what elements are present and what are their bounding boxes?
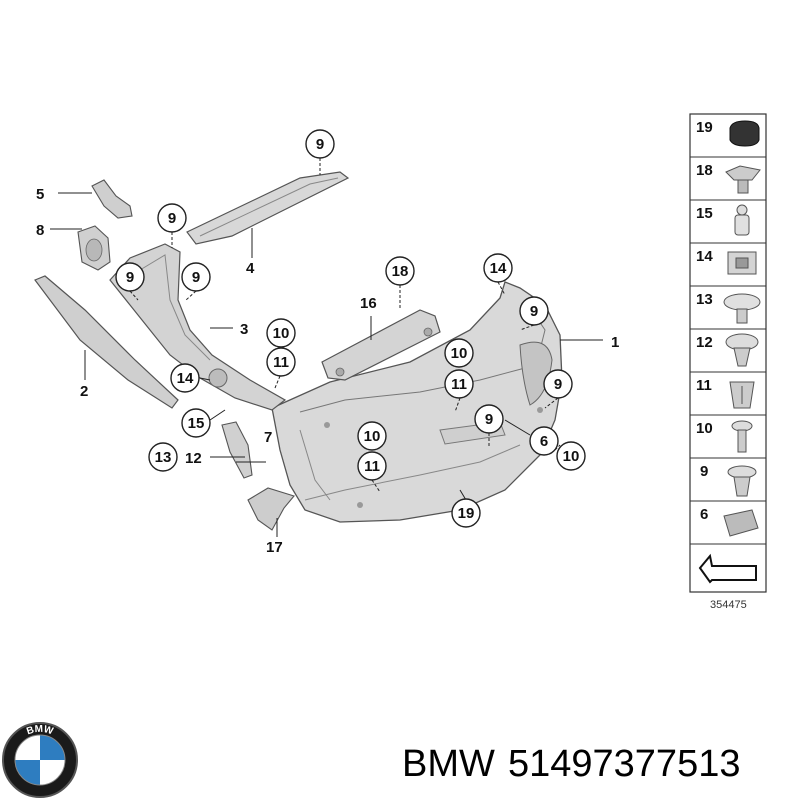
spring-nut-icon [727,251,757,275]
part-label-3: 3 [240,321,248,338]
logo-text: BMW [25,724,55,738]
callout-label: 9 [316,136,324,153]
legend-label-13: 13 [696,291,713,308]
push-clip-icon [727,465,757,497]
part-label-7: 7 [264,429,272,446]
callout-18: 18 [385,256,415,286]
rivet-icon [725,333,759,367]
callout-label: 14 [177,370,194,387]
callout-label: 9 [126,269,134,286]
callout-9-left: 9 [115,262,145,292]
callout-label: 9 [192,269,200,286]
clip-icon [725,165,761,194]
cover-cap-icon [723,509,759,537]
pin-icon [734,204,750,236]
bmw-logo: BMW [2,722,78,798]
mushroom-clip-icon [723,293,761,324]
callout-13: 13 [148,442,178,472]
brand-name: BMW [402,743,495,785]
leader-lines [50,158,603,537]
callout-label: 9 [530,303,538,320]
callout-label: 11 [451,376,467,393]
bracket-8 [77,225,111,271]
trim-piece-7 [221,421,253,479]
callout-11-center: 11 [444,369,474,399]
callout-11-left: 11 [357,451,387,481]
legend-label-6: 6 [700,506,708,523]
diagram-number: 354475 [710,599,747,611]
legend-label-14: 14 [696,248,713,265]
callout-9-pillar: 9 [181,262,211,292]
callout-10-right: 10 [556,441,586,471]
legend-label-19: 19 [696,119,713,136]
callout-9-top: 9 [305,129,335,159]
rubber-plug-icon [729,120,760,147]
legend-label-10: 10 [696,420,713,437]
part-label-5: 5 [36,186,44,203]
part-label-12: 12 [185,450,202,467]
upper-trim-strip [186,171,350,245]
callout-10-left: 10 [357,421,387,451]
legend-label-15: 15 [696,205,713,222]
callout-6: 6 [529,426,559,456]
callout-10-center: 10 [444,338,474,368]
callout-label: 19 [458,505,475,522]
expansion-nut-icon [729,381,755,409]
callout-9-right-upper: 9 [519,296,549,326]
legend-label-9: 9 [700,463,708,480]
callout-label: 6 [540,433,548,450]
callout-label: 11 [273,354,289,371]
legend-label-11: 11 [696,377,712,394]
callout-label: 10 [451,345,468,362]
callout-label: 13 [155,449,172,466]
callout-19: 19 [451,498,481,528]
screw-icon [731,420,753,453]
callout-9-center: 9 [474,404,504,434]
part-label-4: 4 [246,260,255,277]
left-pillar-trim [34,275,179,409]
callout-10-pillar: 10 [266,318,296,348]
part-label-1: 1 [611,334,619,351]
callout-label: 10 [273,325,290,342]
bracket-5 [91,179,133,219]
callout-14-right: 14 [483,253,513,283]
callout-label: 11 [364,458,380,475]
legend-label-18: 18 [696,162,713,179]
callout-label: 10 [364,428,381,445]
callout-label: 18 [392,263,409,280]
handle-panel-16 [321,309,441,381]
callout-label: 9 [485,411,493,428]
callout-14-left: 14 [170,363,200,393]
arrow-icon [698,553,757,584]
callout-9-right: 9 [543,369,573,399]
legend-label-12: 12 [696,334,713,351]
callout-11-pillar: 11 [266,347,296,377]
part-number: 51497377513 [508,743,740,785]
callout-label: 14 [490,260,507,277]
part-label-2: 2 [80,383,88,400]
callout-label: 10 [563,448,580,465]
part-label-17: 17 [266,539,283,556]
callout-9-left-upper: 9 [157,203,187,233]
callout-label: 9 [168,210,176,227]
callout-15: 15 [181,408,211,438]
fastener-legend: 19 18 15 14 13 12 11 10 9 6 [689,113,767,593]
part-label-8: 8 [36,222,44,239]
corner-trim-17 [247,487,295,531]
callout-label: 15 [188,415,205,432]
callout-label: 9 [554,376,562,393]
part-label-16: 16 [360,295,377,312]
